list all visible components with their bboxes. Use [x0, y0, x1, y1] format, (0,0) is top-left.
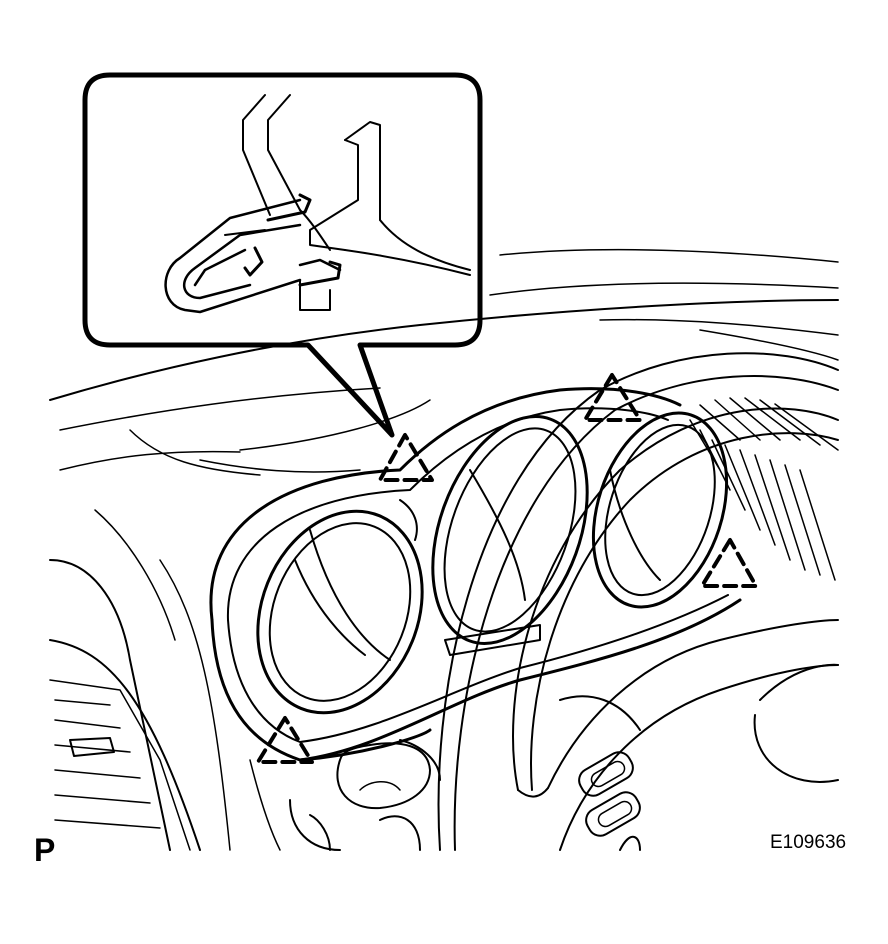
center-gauge	[431, 415, 589, 656]
lower-switches	[249, 739, 441, 851]
dashboard-background	[49, 248, 839, 476]
left-gauge	[256, 499, 424, 715]
view-letter: P	[34, 832, 56, 868]
cluster-hood	[209, 387, 742, 762]
detail-callout-bubble	[82, 72, 483, 438]
clip-detail	[164, 94, 471, 314]
clip-bottom-left	[256, 716, 314, 764]
figure-id: E109636	[770, 832, 847, 853]
steering-wheel	[437, 352, 839, 851]
clip-callouts	[256, 373, 758, 764]
clip-right	[700, 538, 758, 588]
right-gauge	[591, 411, 729, 609]
clip-top-center	[583, 373, 642, 422]
air-vent	[49, 509, 231, 851]
clip-top-left	[378, 433, 434, 482]
